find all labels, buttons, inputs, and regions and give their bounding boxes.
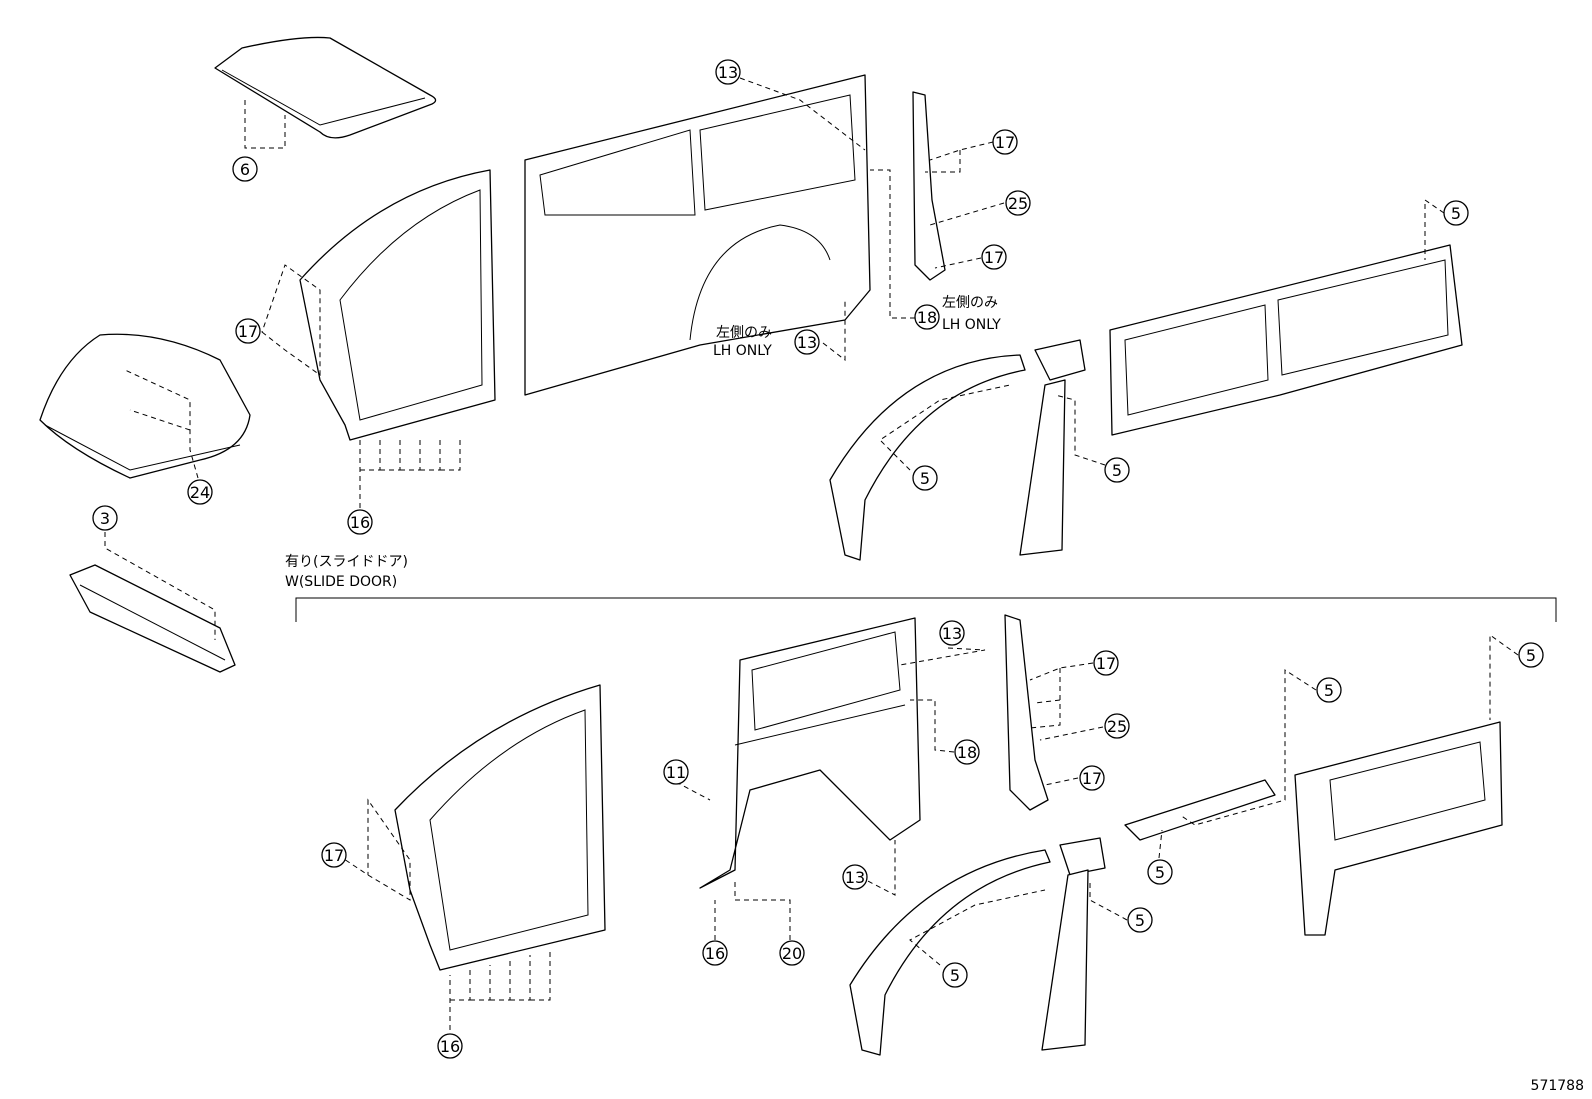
lh-only-note-jp: 左側のみ [942, 295, 998, 311]
svg-text:16: 16 [705, 944, 725, 963]
svg-text:17: 17 [238, 322, 258, 341]
roof-rail-upper [829, 354, 1026, 561]
svg-text:25: 25 [1107, 717, 1127, 736]
callout: 5 [1316, 677, 1342, 703]
front-door-frame-upper [299, 169, 496, 441]
svg-text:13: 13 [797, 333, 817, 352]
cowl-panel [69, 564, 236, 673]
svg-text:6: 6 [240, 160, 250, 179]
callout: 17 [235, 318, 261, 344]
callout: 17 [321, 842, 347, 868]
callout: 5 [942, 962, 968, 988]
svg-text:5: 5 [1155, 863, 1165, 882]
svg-text:3: 3 [100, 509, 110, 528]
slide-door-note-jp: 有り(スライドドア) [285, 554, 408, 570]
callout: 5 [1127, 907, 1153, 933]
svg-text:18: 18 [917, 308, 937, 327]
svg-text:17: 17 [1082, 769, 1102, 788]
roof-panel [214, 36, 437, 139]
pillar-lower [1004, 614, 1049, 811]
callout: 17 [992, 129, 1018, 155]
svg-text:17: 17 [1096, 654, 1116, 673]
callout: 25 [1005, 190, 1031, 216]
side-panel-lower [699, 617, 921, 889]
callout: 20 [779, 940, 805, 966]
center-pillar-lower [1041, 837, 1106, 1051]
lh-only-note-en: LH ONLY [713, 343, 772, 359]
svg-text:16: 16 [440, 1037, 460, 1056]
callout: 6 [232, 156, 258, 182]
callout: 5 [912, 465, 938, 491]
figure-number: 571788 [1531, 1078, 1584, 1094]
lh-only-note-jp: 左側のみ [716, 325, 772, 341]
svg-text:5: 5 [1451, 204, 1461, 223]
callout: 5 [1104, 457, 1130, 483]
svg-text:5: 5 [1135, 911, 1145, 930]
callout: 16 [702, 940, 728, 966]
svg-text:13: 13 [845, 868, 865, 887]
callout: 16 [347, 509, 373, 535]
inner-side-panel-lower [1294, 721, 1503, 936]
callout: 24 [187, 479, 213, 505]
svg-text:5: 5 [1112, 461, 1122, 480]
svg-text:11: 11 [666, 763, 686, 782]
callout: 13 [842, 864, 868, 890]
callout: 17 [1079, 765, 1105, 791]
slide-door-note-en: W(SLIDE DOOR) [285, 574, 397, 590]
callout: 5 [1443, 200, 1469, 226]
pillar-upper [912, 91, 946, 281]
callout: 17 [981, 244, 1007, 270]
center-pillar-upper [1019, 339, 1086, 556]
callout: 17 [1093, 650, 1119, 676]
svg-text:18: 18 [957, 743, 977, 762]
svg-text:24: 24 [190, 483, 210, 502]
callout: 13 [794, 329, 820, 355]
callout: 16 [437, 1033, 463, 1059]
roof-rail-lower [849, 849, 1051, 1056]
svg-text:13: 13 [718, 63, 738, 82]
callout: 3 [92, 505, 118, 531]
svg-text:17: 17 [995, 133, 1015, 152]
callout: 5 [1147, 859, 1173, 885]
svg-text:5: 5 [1324, 681, 1334, 700]
svg-text:16: 16 [350, 513, 370, 532]
svg-text:17: 17 [984, 248, 1004, 267]
svg-text:20: 20 [782, 944, 802, 963]
svg-text:17: 17 [324, 846, 344, 865]
callout: 11 [663, 759, 689, 785]
hood-panel [39, 333, 251, 479]
callout: 18 [954, 739, 980, 765]
callout: 13 [715, 59, 741, 85]
leader-lines [104, 77, 1519, 1030]
lh-only-note-en: LH ONLY [942, 317, 1001, 333]
slide-door-bracket [295, 597, 1557, 622]
callout: 18 [914, 304, 940, 330]
svg-text:13: 13 [942, 624, 962, 643]
svg-text:5: 5 [920, 469, 930, 488]
front-door-frame-lower [394, 684, 606, 971]
quarter-rail-lower [1124, 779, 1276, 841]
callout: 5 [1518, 642, 1544, 668]
svg-text:5: 5 [950, 966, 960, 985]
svg-text:5: 5 [1526, 646, 1536, 665]
callout: 25 [1104, 713, 1130, 739]
callout: 13 [939, 620, 965, 646]
inner-side-panel-upper [1109, 244, 1463, 436]
svg-text:25: 25 [1008, 194, 1028, 213]
